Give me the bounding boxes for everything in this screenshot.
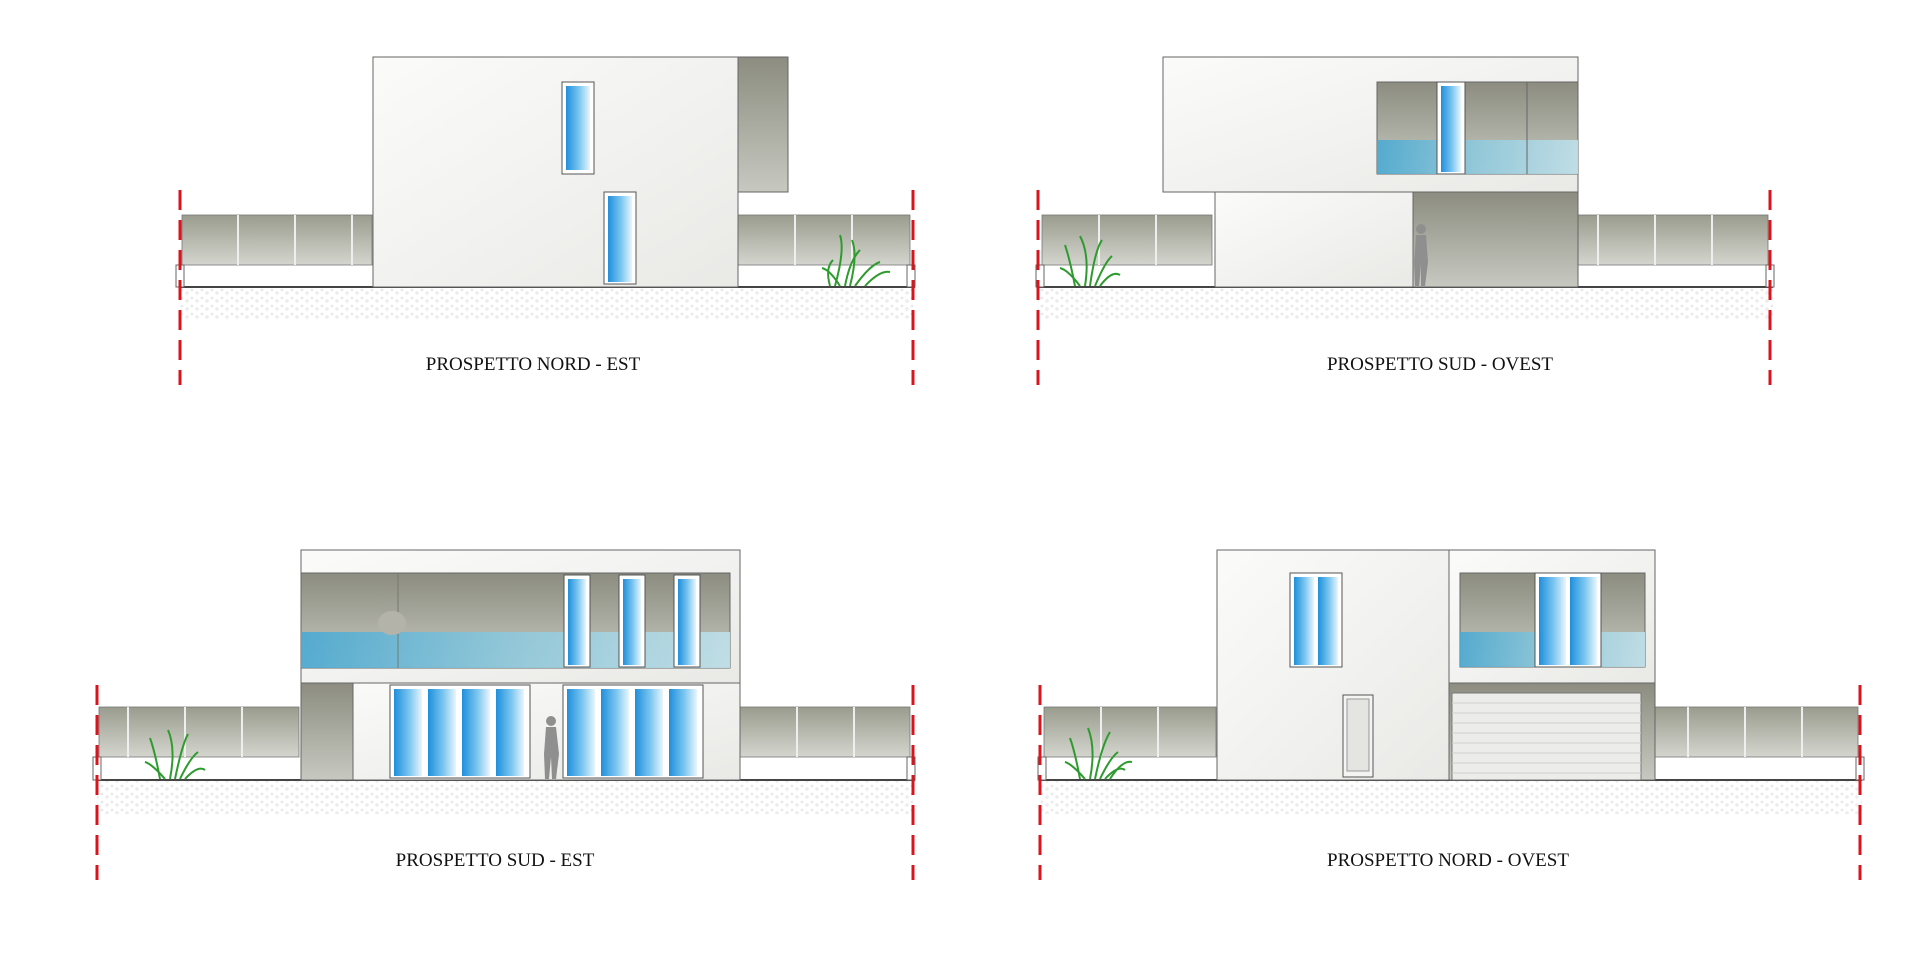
elevation-title: PROSPETTO NORD - EST bbox=[426, 354, 641, 375]
fence-left bbox=[1037, 706, 1217, 781]
upper-windows bbox=[563, 574, 701, 668]
elevation-title: PROSPETTO SUD - EST bbox=[396, 850, 595, 871]
house-body bbox=[372, 56, 739, 288]
balcony-glass bbox=[301, 632, 730, 668]
fence-right bbox=[1654, 706, 1865, 781]
fence-right bbox=[737, 214, 916, 288]
person-silhouette bbox=[1414, 224, 1428, 286]
ground-gravel bbox=[1038, 287, 1773, 321]
elevation-sud-ovest: PROSPETTO SUD - OVEST bbox=[1035, 56, 1775, 385]
person-silhouette bbox=[544, 716, 559, 779]
plant bbox=[1064, 727, 1133, 780]
ground-gravel bbox=[97, 780, 915, 814]
upper-volume-side bbox=[737, 56, 789, 193]
fence-left bbox=[92, 706, 300, 781]
elevation-sud-est: PROSPETTO SUD - EST bbox=[92, 549, 916, 880]
elevation-nord-ovest: PROSPETTO NORD - OVEST bbox=[1037, 549, 1865, 880]
ground-gravel bbox=[180, 287, 915, 321]
lower-side-wall bbox=[300, 682, 354, 781]
fence-right bbox=[739, 706, 916, 781]
plant bbox=[1059, 235, 1121, 287]
elevation-title: PROSPETTO NORD - OVEST bbox=[1327, 850, 1569, 871]
plant bbox=[821, 234, 891, 287]
garage-door bbox=[1451, 692, 1642, 781]
balcony-glass bbox=[1377, 140, 1578, 174]
plant bbox=[144, 729, 206, 780]
ground-gravel bbox=[1040, 780, 1862, 814]
fence-right bbox=[1577, 214, 1775, 288]
ground-floor-windows bbox=[389, 684, 704, 779]
fence-left bbox=[175, 214, 373, 288]
elevation-title: PROSPETTO SUD - OVEST bbox=[1327, 354, 1553, 375]
lower-volume bbox=[1214, 191, 1414, 288]
elevation-nord-est: PROSPETTO NORD - EST bbox=[175, 56, 916, 385]
furniture-silhouette bbox=[378, 611, 406, 635]
garage-door-slats bbox=[1452, 702, 1641, 774]
fence-left bbox=[1035, 214, 1213, 288]
lower-porch bbox=[1412, 191, 1579, 288]
